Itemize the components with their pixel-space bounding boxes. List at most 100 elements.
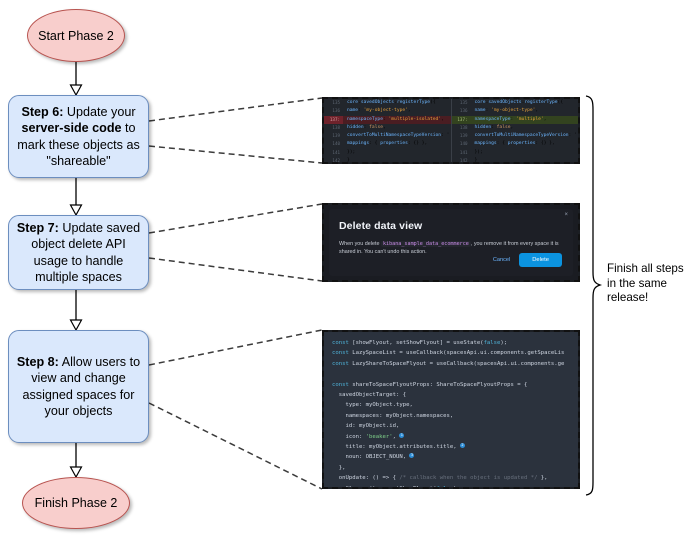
diff-row: 139 convertToMultiNamespaceTypeVersion: … bbox=[324, 132, 451, 140]
diff-row: 140 mappings: { properties: {} }, bbox=[452, 140, 579, 148]
diff-line-code: namespaceType: 'multiple-isolated', bbox=[347, 116, 444, 122]
diff-line-number: 139 bbox=[332, 133, 340, 139]
diff-line-code: } bbox=[347, 158, 350, 164]
step-7-label: Step 7: Update saved object delete API u… bbox=[15, 220, 142, 286]
diff-line-number: 138 bbox=[459, 124, 468, 130]
code-line: }, bbox=[332, 464, 346, 471]
code-line: namespaces: myObject.namespaces, bbox=[332, 412, 454, 419]
code-line: onClose: () => setShowFlyout(false), bbox=[332, 485, 460, 489]
diff-line-code: mappings: { properties: {} }, bbox=[474, 141, 555, 147]
diff-row: 140 mappings: { properties: {} }, bbox=[324, 140, 451, 148]
step-7-label-bold: Step 7: bbox=[16, 220, 59, 235]
diff-row: 136 name: 'my-object-type', bbox=[452, 107, 579, 115]
diff-line-code: name: 'my-object-type', bbox=[347, 108, 411, 114]
diff-row: 137: namespaceType: 'multiple-isolated', bbox=[324, 115, 451, 124]
diff-row: 141}); bbox=[324, 149, 451, 157]
code-line: id: myObject.id, bbox=[332, 423, 400, 430]
code-line: title: myObject.attributes.title, 2 bbox=[332, 443, 465, 451]
modal-title: Delete data view bbox=[339, 220, 423, 232]
step-6-label-rest: Update your bbox=[63, 104, 136, 119]
finish-terminator: Finish Phase 2 bbox=[22, 477, 130, 529]
start-label: Start Phase 2 bbox=[38, 28, 114, 43]
modal-body-suffix: , you remove it from every space it is s… bbox=[339, 241, 559, 256]
diff-row: 139 convertToMultiNamespaceTypeVersion: … bbox=[452, 132, 579, 140]
diff-line-code: core.savedObjects.registerType({ bbox=[474, 100, 564, 105]
modal-panel: × Delete data view When you delete kiban… bbox=[329, 209, 573, 276]
modal-body-text: When you delete kibana_sample_data_ecomm… bbox=[339, 240, 561, 257]
diff-line-code: name: 'my-object-type', bbox=[474, 108, 539, 114]
modal-body-prefix: When you delete bbox=[339, 241, 381, 247]
step-7-node[interactable]: Step 7: Update saved object delete API u… bbox=[8, 215, 149, 290]
diff-line-number: 138 bbox=[332, 124, 340, 130]
diff-row: 135 core.savedObjects.registerType({ bbox=[324, 99, 451, 107]
release-note: Finish all steps in the same release! bbox=[607, 262, 687, 306]
step-6-node[interactable]: Step 6: Update your server-side code to … bbox=[8, 95, 149, 178]
step-6-label-bold2: server-side code bbox=[21, 121, 122, 135]
diff-row: 137: namespaceType: 'multiple', bbox=[451, 115, 578, 124]
diff-line-number: 142 bbox=[459, 158, 468, 164]
diff-line-code: convertToMultiNamespaceTypeVersion: ' bbox=[347, 133, 450, 139]
code-line: icon: 'beaker', 1 bbox=[332, 432, 405, 440]
diff-line-code: }); bbox=[347, 149, 356, 155]
diff-row: 141}); bbox=[452, 149, 579, 157]
start-terminator: Start Phase 2 bbox=[27, 9, 125, 62]
code-line: noun: OBJECT_NOUN, 3 bbox=[332, 453, 415, 461]
diff-row: 138 hidden: false, bbox=[324, 124, 451, 132]
step-8-label: Step 8: Allow users to view and change a… bbox=[15, 354, 142, 420]
code-line bbox=[332, 369, 578, 379]
delete-data-view-modal: × Delete data view When you delete kiban… bbox=[324, 205, 578, 280]
step-8-label-bold: Step 8: bbox=[16, 354, 59, 369]
step-8-label-rest: Allow users to view and change assigned … bbox=[22, 354, 141, 419]
step-6-label-rest2: to mark these objects as "shareable" bbox=[17, 121, 140, 168]
code-line: const [showFlyout, setShowFlyout] = useS… bbox=[332, 340, 508, 346]
close-icon[interactable]: × bbox=[564, 212, 568, 218]
annotation-badge: 2 bbox=[459, 443, 465, 449]
diff-line-number: 135 bbox=[332, 100, 340, 105]
diff-line-code: } bbox=[474, 158, 478, 164]
finish-label: Finish Phase 2 bbox=[34, 496, 118, 510]
code-line: const LazySpaceList = useCallback(spaces… bbox=[332, 350, 565, 357]
modal-actions: Cancel Delete bbox=[493, 253, 562, 267]
step-7-label-rest: Update saved object delete API usage to … bbox=[31, 220, 141, 285]
diff-viewer: 135 core.savedObjects.registerType({ 136 n… bbox=[324, 99, 578, 162]
diff-line-code: }); bbox=[474, 149, 483, 155]
diff-row: 136 name: 'my-object-type', bbox=[324, 107, 451, 115]
diff-line-code: hidden: false, bbox=[347, 124, 386, 130]
diff-line-number: 139 bbox=[459, 133, 468, 139]
diff-row: 142} bbox=[452, 157, 579, 164]
step-6-label-bold: Step 6: bbox=[21, 104, 64, 119]
diff-line-number: 135 bbox=[459, 100, 468, 105]
annotation-badge: 3 bbox=[409, 453, 415, 459]
diff-line-code: core.savedObjects.registerType({ bbox=[347, 100, 436, 105]
step-6-label: Step 6: Update your server-side code to … bbox=[15, 104, 142, 170]
diff-line-code: namespaceType: 'multiple', bbox=[474, 116, 547, 122]
diff-line-number: 137: bbox=[324, 115, 343, 124]
code-line: onUpdate: () => { /* callback when the o… bbox=[332, 475, 548, 482]
diff-column-after: 135 core.savedObjects.registerType({ 136 n… bbox=[451, 99, 579, 164]
annotation-badge: 1 bbox=[399, 432, 405, 438]
delete-button[interactable]: Delete bbox=[519, 253, 562, 267]
diff-line-number: 141 bbox=[332, 149, 340, 155]
code-block: const [showFlyout, setShowFlyout] = useS… bbox=[324, 332, 578, 487]
code-line: savedObjectTarget: { bbox=[332, 392, 407, 399]
diff-line-number: 142 bbox=[332, 158, 340, 164]
screenshot-delete-data-view: × Delete data view When you delete kiban… bbox=[322, 203, 580, 282]
diff-line-code: hidden: false, bbox=[474, 124, 514, 130]
diff-column-before: 135 core.savedObjects.registerType({ 136 n… bbox=[324, 99, 452, 162]
diff-line-code: mappings: { properties: {} }, bbox=[347, 141, 428, 147]
diff-line-number: 136 bbox=[459, 108, 468, 114]
screenshot-saved-objects-diff: 135 core.savedObjects.registerType({ 136 n… bbox=[322, 97, 580, 164]
diff-line-number: 141 bbox=[459, 149, 468, 155]
diff-line-number: 140 bbox=[459, 141, 468, 147]
diff-line-number: 140 bbox=[332, 141, 340, 147]
cancel-button[interactable]: Cancel bbox=[492, 257, 511, 263]
step-8-node[interactable]: Step 8: Allow users to view and change a… bbox=[8, 330, 149, 443]
code-line: type: myObject.type, bbox=[332, 402, 413, 409]
screenshot-share-to-space-code: const [showFlyout, setShowFlyout] = useS… bbox=[322, 330, 580, 489]
diff-row: 135 core.savedObjects.registerType({ bbox=[452, 99, 579, 107]
diff-row: 142} bbox=[324, 157, 451, 164]
diff-line-number: 136 bbox=[332, 108, 340, 114]
diff-row: 138 hidden: false, bbox=[452, 124, 579, 132]
code-line: const LazyShareToSpaceFlyout = useCallba… bbox=[332, 360, 565, 367]
